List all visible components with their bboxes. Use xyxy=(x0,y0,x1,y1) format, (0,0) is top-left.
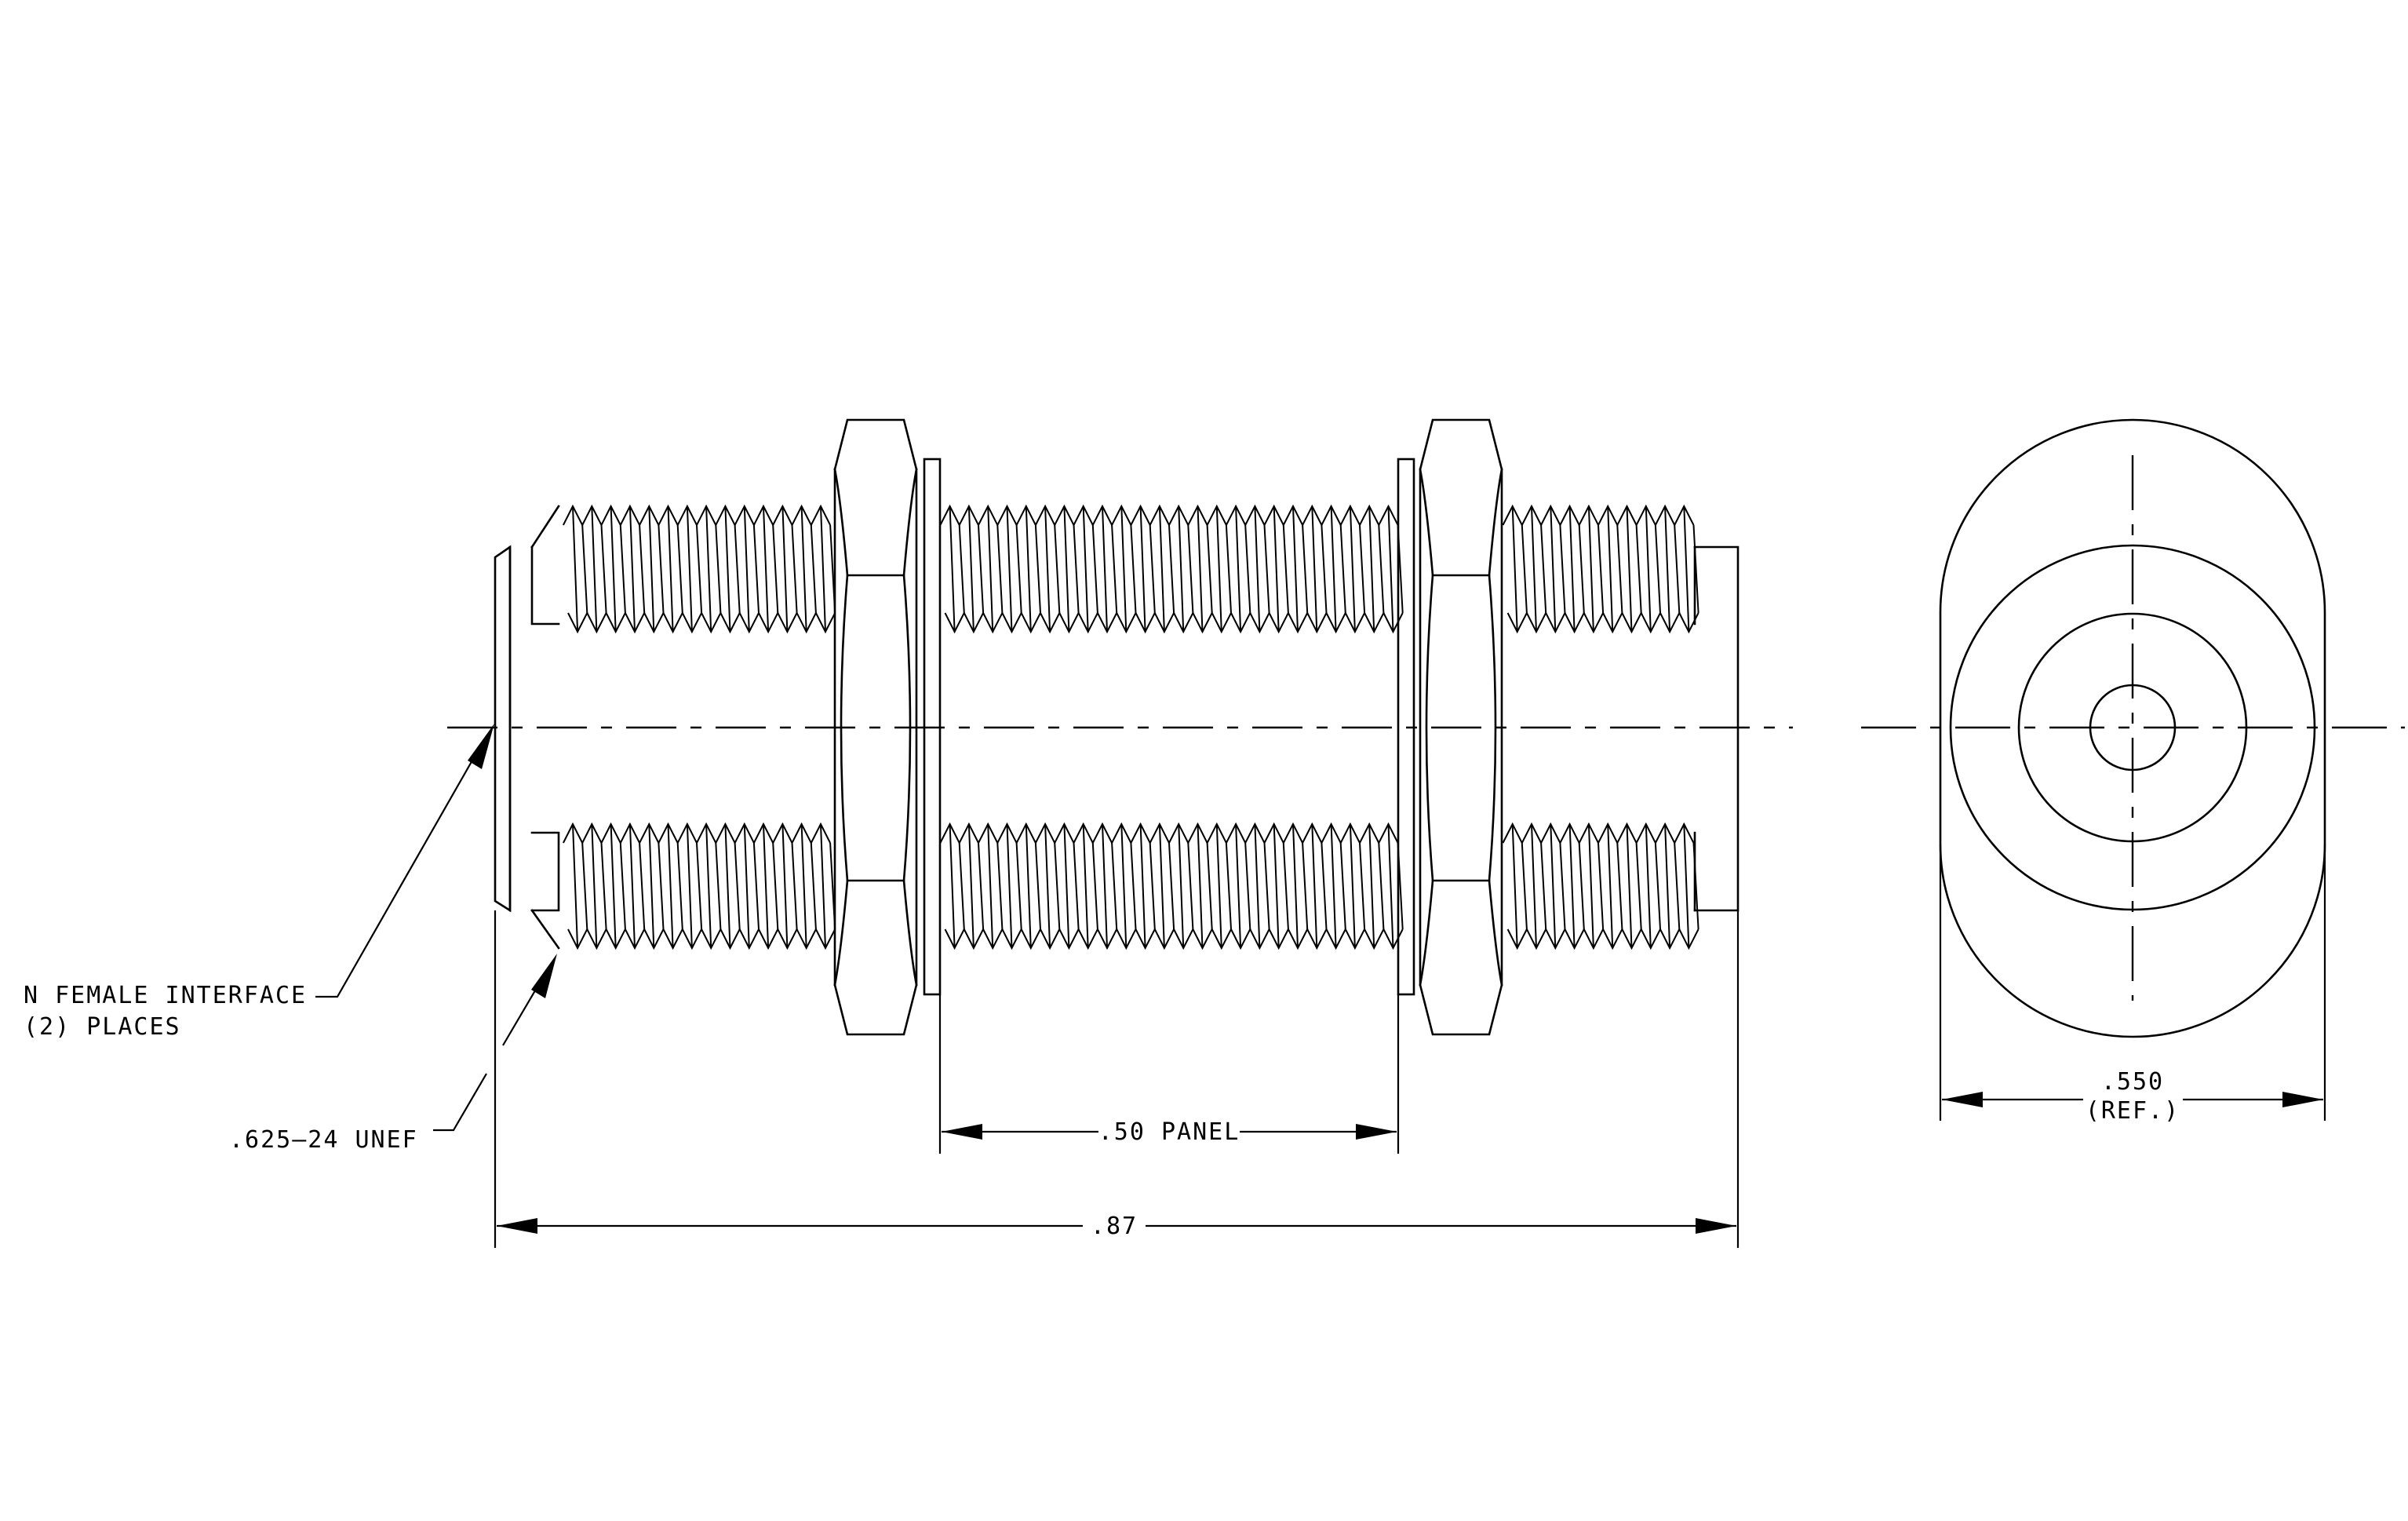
thread-upper-left xyxy=(563,504,836,634)
dimension-panel: .50 PANEL xyxy=(938,994,1400,1154)
thread-upper-right xyxy=(1502,504,1699,634)
thread-callout-label: .625—24 UNEF xyxy=(229,1126,418,1154)
interface-callout: N FEMALE INTERFACE (2) PLACES xyxy=(24,724,494,1041)
overall-arrow-left xyxy=(497,1218,537,1234)
interface-leader-arrow xyxy=(468,724,494,769)
diameter-note-label: (REF.) xyxy=(2086,1097,2180,1125)
thread-upper-middle xyxy=(939,504,1404,634)
dimension-diameter: .550 (REF.) xyxy=(1939,844,2326,1125)
end-view xyxy=(1861,418,2405,1038)
interface-callout-line1: N FEMALE INTERFACE xyxy=(24,982,307,1009)
panel-dimension-label: .50 PANEL xyxy=(1098,1118,1240,1146)
thread-lower-right xyxy=(1502,822,1699,950)
thread-lower-left xyxy=(563,822,836,950)
diameter-arrow-left xyxy=(1942,1092,1983,1107)
thread-callout: .625—24 UNEF xyxy=(229,954,557,1154)
panel-arrow-left xyxy=(942,1124,982,1140)
diameter-arrow-right xyxy=(2282,1092,2323,1107)
panel-arrow-right xyxy=(1356,1124,1397,1140)
interface-callout-line2: (2) PLACES xyxy=(24,1013,181,1041)
right-hex-nut xyxy=(1419,418,1503,1036)
diameter-value-label: .550 xyxy=(2101,1068,2164,1096)
dimension-overall: .87 xyxy=(494,910,1740,1248)
thread-leader-arrow xyxy=(531,954,557,998)
thread-bands xyxy=(563,504,1699,950)
right-end-sleeve xyxy=(1693,545,1740,912)
left-flange xyxy=(494,505,560,950)
side-view xyxy=(447,418,1793,1036)
overall-dimension-label: .87 xyxy=(1091,1213,1138,1240)
thread-lower-middle xyxy=(939,822,1404,950)
overall-arrow-right xyxy=(1696,1218,1736,1234)
